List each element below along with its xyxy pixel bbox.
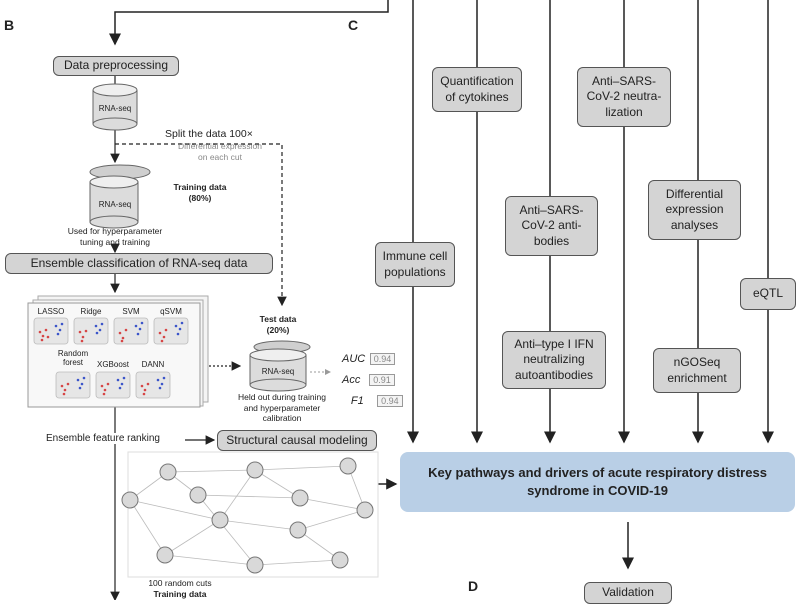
model-qsvm: qSVM: [160, 307, 182, 316]
dashed-split: [115, 143, 287, 307]
model-lasso: LASSO: [37, 307, 65, 316]
differential-expression-box: Differential expression analyses: [648, 180, 741, 240]
data-preprocessing-box: Data preprocessing: [53, 56, 179, 76]
anti-type-i-box: Anti–type I IFN neutralizing autoantibod…: [502, 331, 606, 389]
causal-nodes: [121, 457, 374, 574]
key-pathways-box: Key pathways and drivers of acute respir…: [400, 452, 795, 512]
eqtl-box: eQTL: [740, 278, 796, 310]
metric-auc: AUC 0.94: [342, 348, 403, 369]
panel-label-c: C: [348, 17, 359, 33]
rnaseq-label-top: RNA-seq: [98, 104, 132, 113]
model-svm: SVM: [122, 307, 140, 316]
ensemble-classification-box: Ensemble classification of RNA-seq data: [5, 253, 273, 274]
structural-causal-modeling-box: Structural causal modeling: [217, 430, 377, 451]
model-ridge: Ridge: [80, 307, 102, 316]
random-cuts-note: 100 random cuts Training data: [148, 578, 212, 599]
diff-expr-note: Differential expression on each cut: [178, 141, 262, 162]
test-data-label: Test data (20%): [259, 314, 297, 335]
rnaseq-label-test: RNA-seq: [261, 367, 295, 376]
top-connector: [109, 0, 389, 46]
training-data-label: Training data (80%): [173, 182, 227, 203]
metrics-panel: AUC 0.94 Acc 0.91 F1 0.94: [342, 348, 403, 411]
rnaseq-label-training: RNA-seq: [98, 200, 132, 209]
model-xgboost: XGBoost: [96, 360, 129, 369]
cylinder-rnaseq-top: [92, 83, 138, 131]
metric-acc: Acc 0.91: [342, 369, 403, 390]
model-random-forest: Random forest: [57, 349, 89, 367]
held-out-note: Held out during training and hyperparame…: [238, 392, 326, 424]
model-dann: DANN: [141, 360, 165, 369]
cylinder-training: [89, 164, 151, 229]
anti-sars-antibodies-box: Anti–SARS-CoV-2 anti-bodies: [505, 196, 598, 256]
metric-f1: F1 0.94: [342, 390, 403, 411]
validation-box: Validation: [584, 582, 672, 604]
split-note: Split the data 100×: [165, 128, 253, 140]
cylinder-test: [249, 340, 311, 392]
quantification-box: Quantification of cytokines: [432, 67, 522, 112]
ensemble-feature-ranking: Ensemble feature ranking: [46, 433, 160, 444]
anti-sars-neutralization-box: Anti–SARS-CoV-2 neutra-lization: [577, 67, 671, 127]
hyperparameter-note: Used for hyperparameter tuning and train…: [67, 226, 163, 247]
ngoseq-box: nGOSeq enrichment: [653, 348, 741, 393]
scatter-dots: [38, 321, 184, 396]
panel-label-d: D: [468, 578, 479, 594]
panel-label-b: B: [4, 17, 15, 33]
immune-cell-box: Immune cell populations: [375, 242, 455, 287]
